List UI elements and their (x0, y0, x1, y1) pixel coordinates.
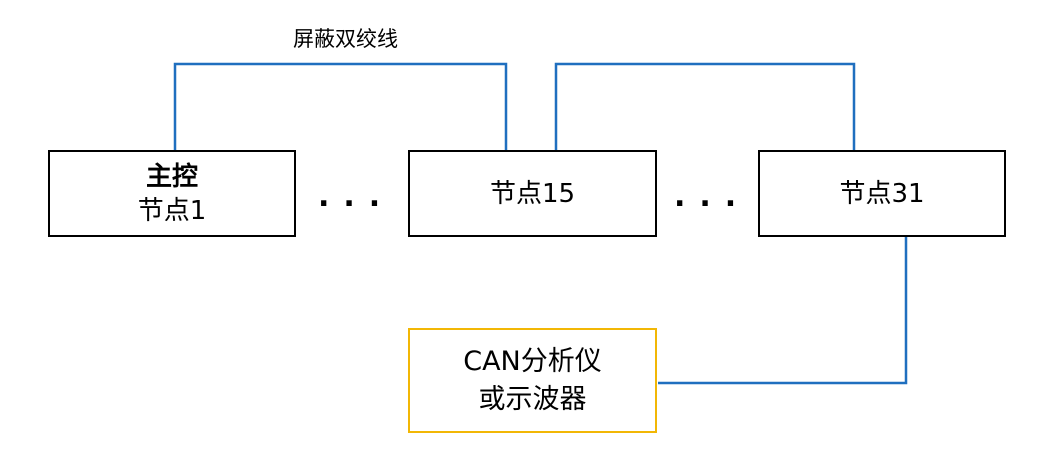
master-node-title: 主控 (145, 161, 198, 192)
can-analyzer-box: CAN分析仪 或示波器 (408, 328, 657, 433)
cable-label: 屏蔽双绞线 (293, 27, 398, 51)
analyzer-label-line1: CAN分析仪 (463, 345, 602, 377)
analyzer-connection-wire (658, 236, 908, 385)
master-node-label: 节点1 (137, 195, 207, 226)
master-node-box: 主控 节点1 (48, 150, 296, 237)
twisted-pair-segment-1 (173, 62, 508, 151)
node31-label: 节点31 (839, 178, 925, 209)
twisted-pair-segment-2 (554, 62, 856, 151)
node31-box: 节点31 (758, 150, 1006, 237)
node15-label: 节点15 (489, 178, 576, 209)
ellipsis-left: ... (318, 179, 395, 214)
node15-box: 节点15 (408, 150, 657, 237)
analyzer-label-line2: 或示波器 (478, 383, 587, 415)
ellipsis-right: ... (674, 179, 751, 214)
